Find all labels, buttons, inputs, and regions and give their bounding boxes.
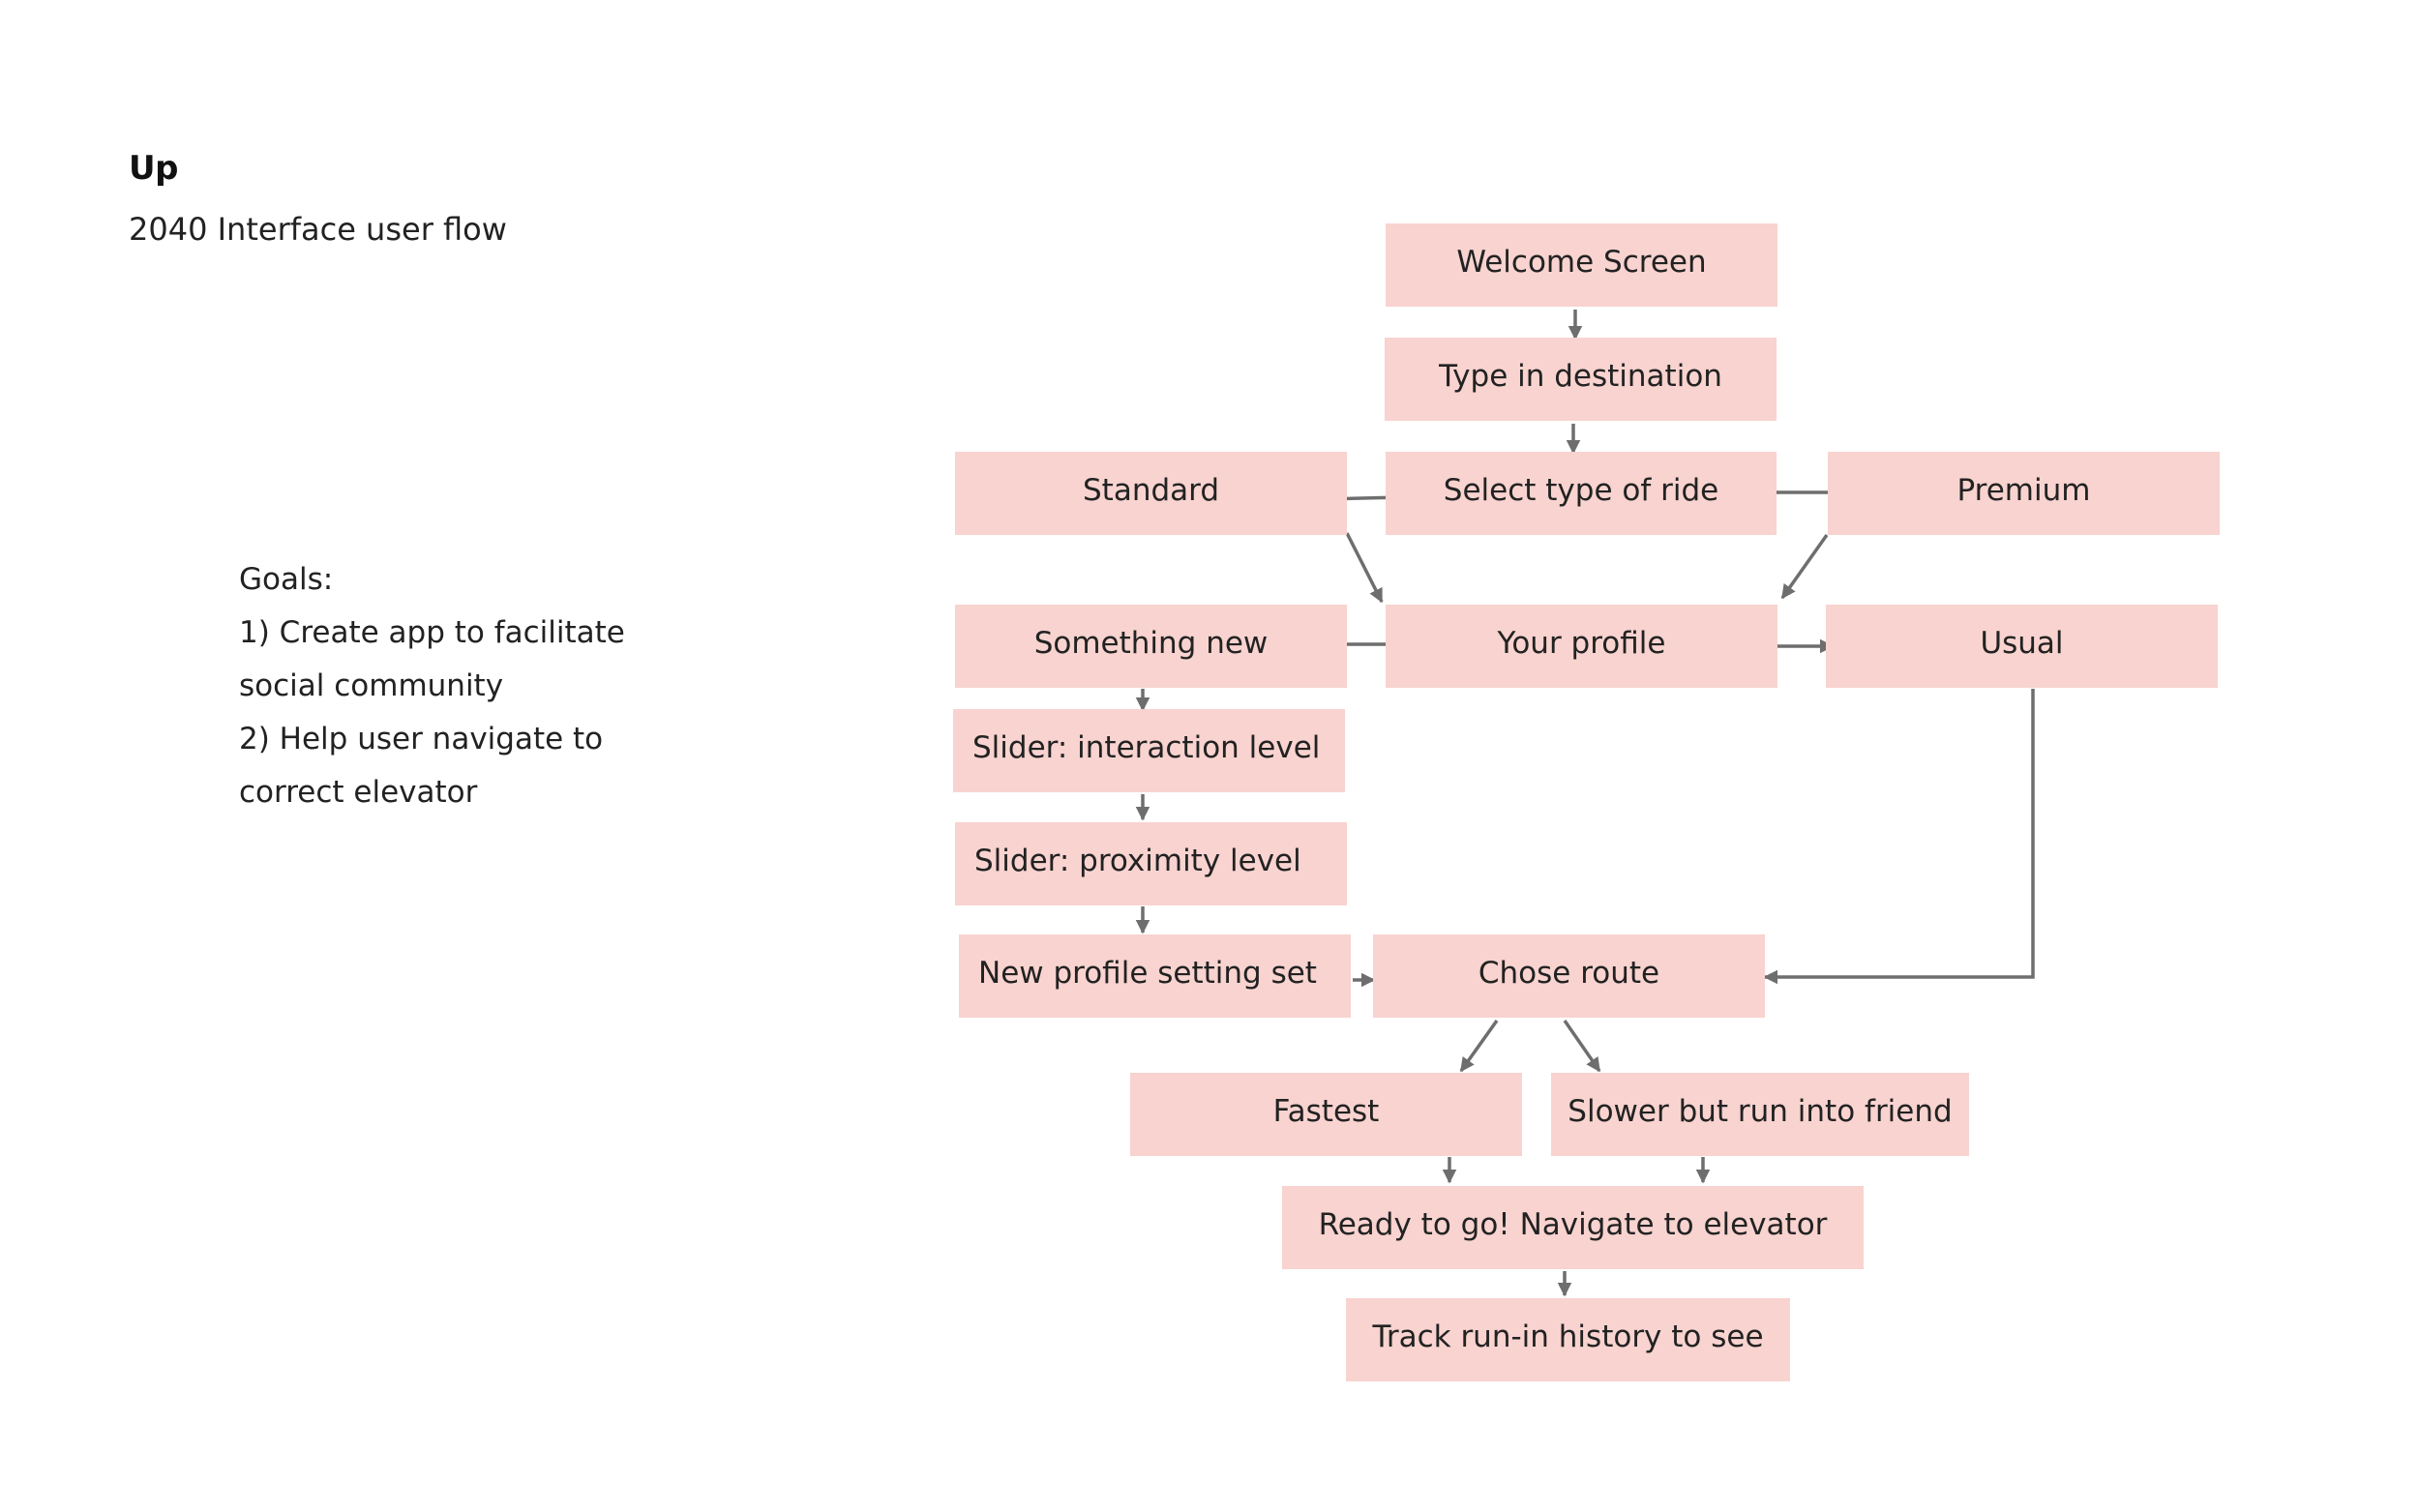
node-something-new: Something new	[955, 605, 1347, 688]
node-usual: Usual	[1826, 605, 2218, 688]
node-label: Slider: proximity level	[974, 844, 1301, 878]
node-label: Select type of ride	[1443, 473, 1719, 508]
node-type-in-destination: Type in destination	[1385, 338, 1777, 421]
node-label: Usual	[1980, 626, 2064, 661]
node-label: Slower but run into friend	[1568, 1094, 1953, 1129]
node-standard: Standard	[955, 452, 1347, 535]
node-label: Something new	[1033, 626, 1269, 661]
node-slider-interaction-level: Slider: interaction level	[953, 709, 1345, 792]
node-label: Welcome Screen	[1456, 245, 1707, 280]
node-label: Type in destination	[1439, 359, 1722, 394]
node-label: Slider: interaction level	[972, 730, 1321, 765]
node-label: Chose route	[1478, 956, 1660, 991]
node-slider-proximity-level: Slider: proximity level	[955, 822, 1347, 905]
node-track-run-in-history: Track run-in history to see	[1346, 1298, 1790, 1381]
edge-chose-route-to-slower	[1563, 1020, 1601, 1073]
goal-line: social community	[239, 668, 504, 703]
node-label: Ready to go! Navigate to elevator	[1318, 1207, 1828, 1242]
page-title: Up	[129, 149, 178, 188]
node-slower-but-run-into-friend: Slower but run into friend	[1551, 1073, 1969, 1156]
node-ready-to-go: Ready to go! Navigate to elevator	[1282, 1186, 1864, 1269]
goals-list: Goals: 1) Create app to facilitate socia…	[239, 553, 625, 819]
edge-chose-route-to-fastest	[1459, 1019, 1499, 1073]
edge-usual-to-chose-route	[1763, 689, 2035, 985]
node-label: Standard	[1082, 473, 1220, 508]
node-label: Track run-in history to see	[1372, 1319, 1764, 1354]
node-label: Premium	[1956, 473, 2091, 508]
node-new-profile-setting-set: New profile setting set	[959, 934, 1351, 1018]
goals-heading: Goals:	[239, 562, 334, 597]
goal-line: 1) Create app to facilitate	[239, 615, 625, 650]
node-fastest: Fastest	[1130, 1073, 1522, 1156]
page-subtitle: 2040 Interface user flow	[129, 211, 507, 248]
edge-standard-to-profile	[1345, 532, 1384, 604]
node-chose-route: Chose route	[1373, 934, 1765, 1018]
node-label: Your profile	[1497, 626, 1666, 661]
goal-line: 2) Help user navigate to	[239, 722, 604, 756]
node-welcome-screen: Welcome Screen	[1386, 223, 1777, 307]
node-select-type-of-ride: Select type of ride	[1386, 452, 1777, 535]
node-label: Fastest	[1272, 1094, 1380, 1129]
goal-line: correct elevator	[239, 775, 478, 810]
node-premium: Premium	[1828, 452, 2220, 535]
node-label: New profile setting set	[978, 956, 1317, 991]
edge-premium-to-profile	[1780, 533, 1829, 600]
node-your-profile: Your profile	[1386, 605, 1777, 688]
